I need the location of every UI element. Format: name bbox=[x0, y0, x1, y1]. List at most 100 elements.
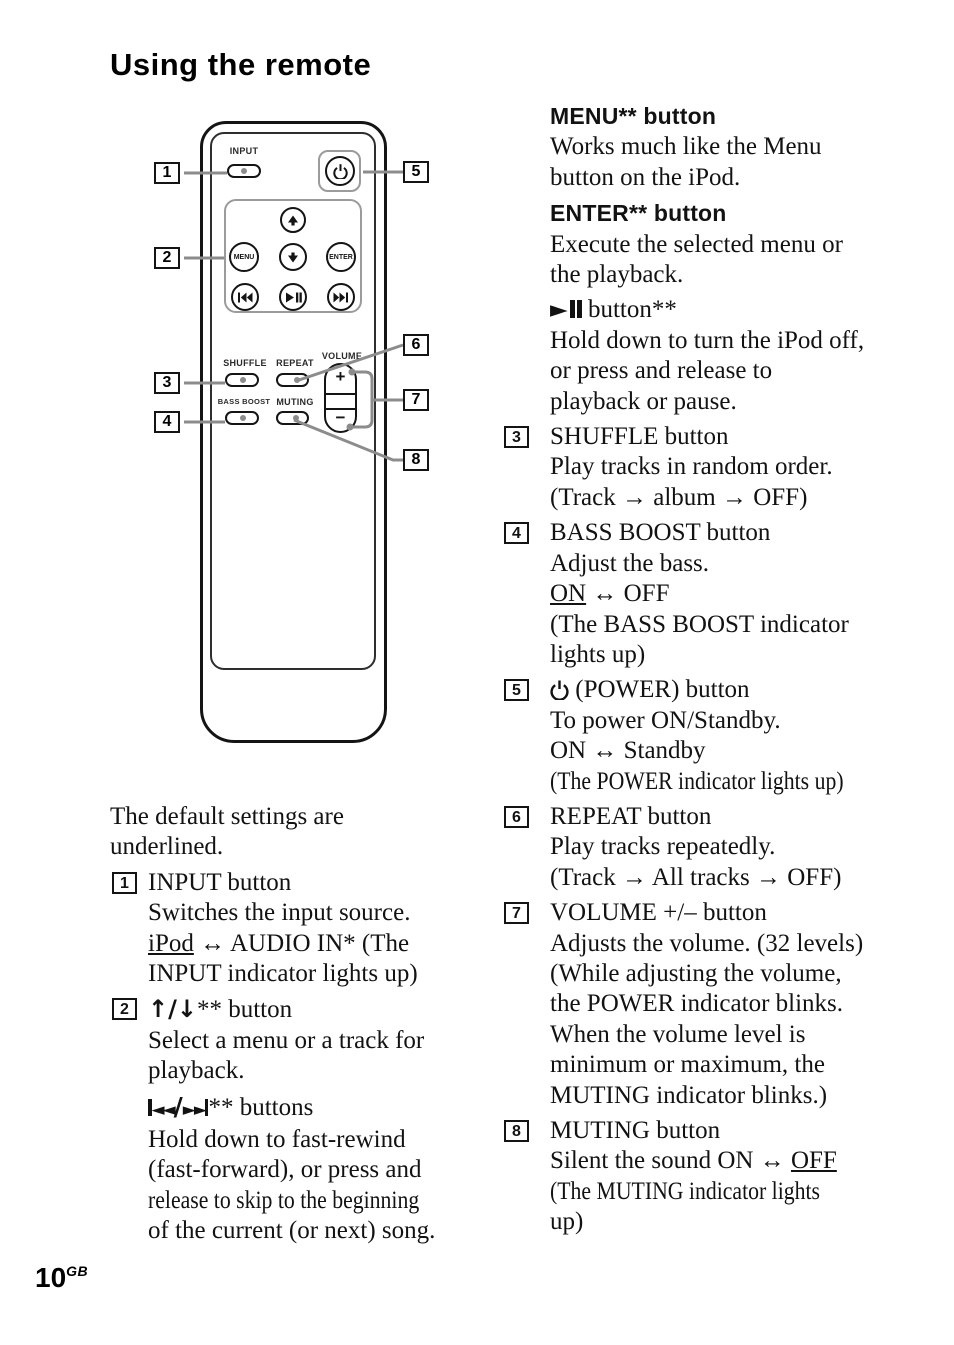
rocker-divider bbox=[326, 408, 355, 410]
play-pause-icon bbox=[285, 292, 302, 302]
text-segment: the playback. bbox=[550, 261, 684, 289]
text-line: (Track → All tracks → OFF) bbox=[550, 863, 934, 893]
text-segment: Select a menu or a track for bbox=[148, 1026, 425, 1054]
callout-2: 2 bbox=[154, 247, 180, 269]
muting-button bbox=[276, 411, 309, 425]
text-line: button on the iPod. bbox=[550, 163, 934, 193]
item-heading: ENTER** button bbox=[550, 198, 934, 229]
text-line: lights up) bbox=[550, 640, 934, 670]
text-segment: ** buttons bbox=[208, 1093, 314, 1121]
text-segment: the POWER indicator blinks. bbox=[550, 990, 844, 1018]
item-heading: MENU** button bbox=[550, 101, 934, 132]
shuffle-button bbox=[225, 373, 259, 387]
item-heading: INPUT button bbox=[148, 868, 520, 898]
text-segment: ↔ AUDIO IN* (The bbox=[193, 929, 410, 957]
text-segment: Silent the sound ON ↔ bbox=[550, 1147, 791, 1175]
text-segment: ENTER** button bbox=[550, 200, 727, 227]
text-segment: (While adjusting the volume, bbox=[550, 959, 842, 987]
text-line: Adjust the bass. bbox=[550, 549, 934, 579]
nav-cluster-frame bbox=[224, 199, 362, 313]
item-number-badge: 7 bbox=[504, 902, 529, 925]
text-segment: BASS BOOST button bbox=[550, 519, 771, 547]
text-line: the POWER indicator blinks. bbox=[550, 989, 934, 1019]
text-segment: button on the iPod. bbox=[550, 163, 741, 191]
down-arrow-icon bbox=[288, 252, 298, 262]
item-heading: REPEAT button bbox=[550, 802, 934, 832]
item-number-badge: 1 bbox=[112, 871, 137, 894]
page-number-value: 10 bbox=[35, 1262, 67, 1293]
item-number-badge: 4 bbox=[504, 522, 529, 545]
text-segment: (Track → All tracks → OFF) bbox=[550, 863, 842, 891]
input-indicator-dot bbox=[241, 167, 247, 174]
rocker-divider bbox=[326, 393, 355, 395]
text-segment: release to skip to the beginning bbox=[148, 1186, 420, 1214]
repeat-indicator-dot bbox=[294, 376, 300, 383]
text-line: Hold down to fast-rewind bbox=[148, 1125, 520, 1155]
text-line: Silent the sound ON ↔ OFF bbox=[550, 1146, 934, 1176]
text-segment: (The POWER indicator lights up) bbox=[550, 767, 844, 795]
callout-7: 7 bbox=[403, 389, 429, 411]
volume-rocker: + − bbox=[324, 363, 357, 433]
item-heading: BASS BOOST button bbox=[550, 518, 934, 548]
text-segment: SHUFFLE button bbox=[550, 423, 729, 451]
up-arrow-icon bbox=[288, 215, 298, 225]
item-number-badge: 6 bbox=[504, 805, 529, 828]
page-number: 10GB bbox=[35, 1262, 88, 1294]
item-heading: VOLUME +/– button bbox=[550, 898, 934, 928]
text-line: Hold down to turn the iPod off, bbox=[550, 326, 934, 356]
item-number-badge: 5 bbox=[504, 679, 529, 702]
volume-plus-button: + bbox=[335, 367, 346, 386]
text-segment: Adjust the bass. bbox=[550, 549, 710, 577]
item-heading: SHUFFLE button bbox=[550, 422, 934, 452]
bass-boost-button bbox=[225, 411, 259, 425]
text-line: minimum or maximum, the bbox=[550, 1050, 934, 1080]
text-segment: Hold down to fast-rewind bbox=[148, 1126, 406, 1154]
text-segment: ** button bbox=[196, 996, 293, 1024]
item-heading: ↑/↓** button bbox=[148, 994, 520, 1025]
text-segment: (Track → album → OFF) bbox=[550, 483, 808, 511]
text-segment: (POWER) button bbox=[569, 676, 750, 704]
previous-next-icons: ◄◄/►► bbox=[148, 1092, 209, 1121]
item-heading: MUTING button bbox=[550, 1116, 934, 1146]
text-segment: iPod bbox=[148, 929, 194, 957]
bass-boost-indicator-dot bbox=[240, 414, 246, 421]
menu-button: MENU bbox=[229, 242, 259, 272]
text-line: (The MUTING indicator lights bbox=[550, 1177, 934, 1207]
text-segment: (fast-forward), or press and bbox=[148, 1156, 422, 1184]
item-number-badge: 3 bbox=[504, 426, 529, 449]
intro-text-line: underlined. bbox=[110, 833, 224, 861]
page-title: Using the remote bbox=[110, 47, 372, 82]
text-line: Play tracks repeatedly. bbox=[550, 832, 934, 862]
callout-6: 6 bbox=[403, 334, 429, 356]
text-segment: MENU** button bbox=[550, 103, 717, 129]
text-line: Select a menu or a track for bbox=[148, 1026, 520, 1056]
repeat-label: REPEAT bbox=[276, 358, 314, 368]
item-heading: (POWER) button bbox=[550, 675, 934, 705]
text-line: MUTING indicator blinks.) bbox=[550, 1081, 934, 1111]
text-line: of the current (or next) song. bbox=[148, 1216, 520, 1246]
text-segment: INPUT button bbox=[148, 868, 292, 896]
text-segment: minimum or maximum, the bbox=[550, 1051, 825, 1079]
next-button bbox=[327, 283, 355, 311]
muting-indicator-dot bbox=[293, 414, 299, 421]
text-segment: or press and release to bbox=[550, 357, 773, 385]
next-icon bbox=[333, 292, 348, 302]
text-segment: MUTING button bbox=[550, 1117, 721, 1144]
power-button-frame bbox=[318, 150, 361, 192]
text-segment: When the volume level is bbox=[550, 1020, 806, 1048]
volume-minus-button: − bbox=[335, 408, 346, 427]
power-icon bbox=[332, 164, 348, 179]
text-segment: ON bbox=[550, 580, 587, 608]
text-segment: playback or pause. bbox=[550, 387, 737, 415]
text-line: Adjusts the volume. (32 levels) bbox=[550, 929, 934, 959]
power-icon-wrap bbox=[550, 676, 569, 703]
text-line: (The POWER indicator lights up) bbox=[550, 767, 934, 797]
